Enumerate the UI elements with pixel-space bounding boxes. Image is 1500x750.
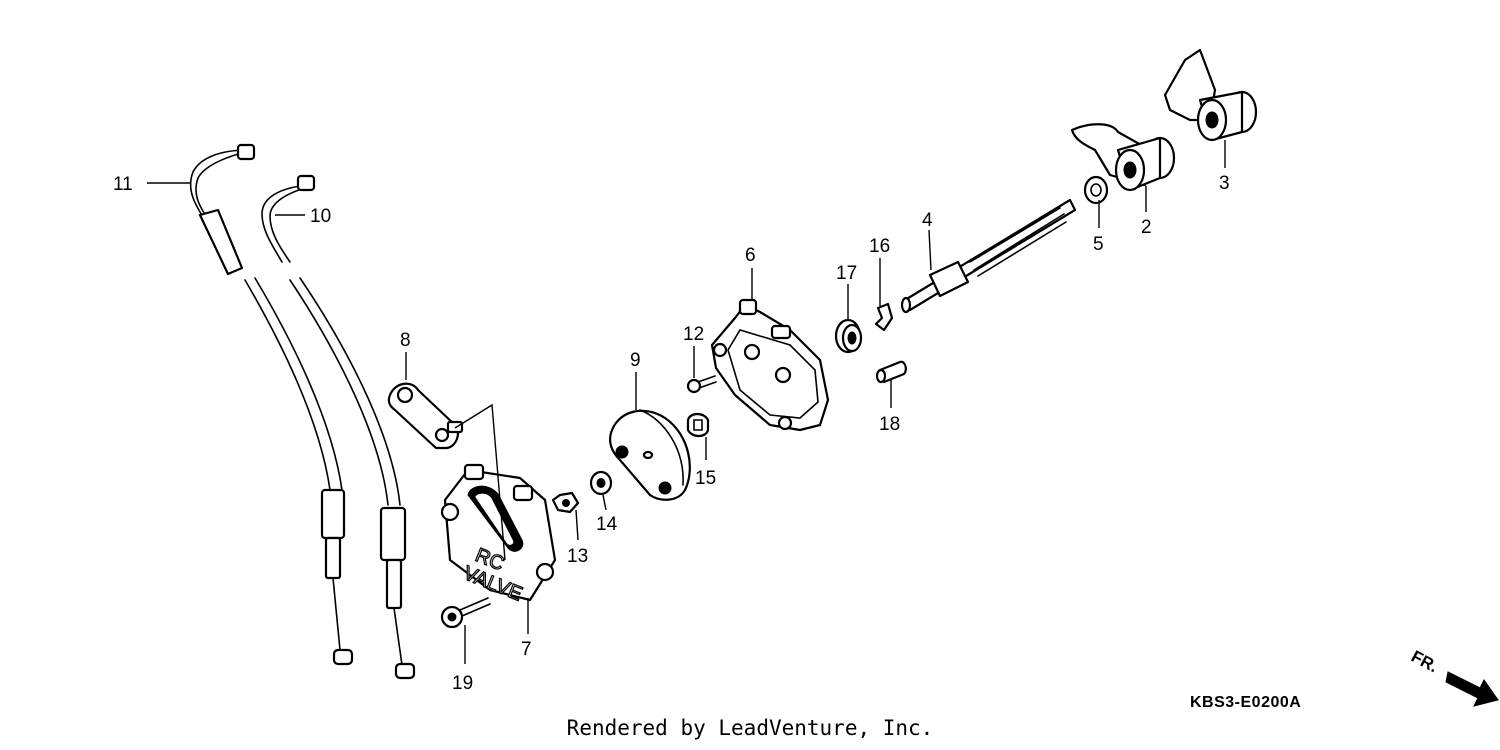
part-18-dowel-pin[interactable] [875, 360, 907, 384]
part-9-pulley[interactable] [609, 409, 691, 501]
part-11-throttle-cable[interactable] [189, 143, 354, 666]
callout-14: 14 [596, 514, 618, 535]
front-arrow-icon [1445, 671, 1499, 707]
part-17-bearing[interactable] [834, 318, 863, 354]
part-16-clip[interactable] [874, 302, 894, 332]
leader-lines [147, 140, 1226, 664]
front-label: FR. [1408, 647, 1441, 677]
callout-11: 11 [113, 174, 133, 195]
part-5-collar[interactable] [1083, 175, 1109, 205]
callout-13: 13 [567, 546, 588, 567]
part-10-throttle-cable[interactable] [261, 174, 416, 680]
callout-15: 15 [695, 468, 716, 489]
callout-12: 12 [683, 324, 704, 345]
part-8-link-arm[interactable] [387, 382, 464, 450]
part-7-rc-valve-cover[interactable]: RC VALVE [440, 463, 557, 606]
callout-18: 18 [879, 414, 900, 435]
part-2-valve-arm[interactable] [1070, 123, 1176, 192]
callout-19: 19 [452, 673, 473, 694]
diagram-code: KBS3-E0200A [1190, 694, 1302, 711]
callout-8: 8 [400, 330, 411, 351]
callout-9: 9 [630, 350, 641, 371]
part-12-bolt[interactable] [686, 375, 717, 394]
callout-5: 5 [1093, 234, 1104, 255]
part-15-grommet[interactable] [686, 412, 710, 438]
callout-7: 7 [521, 639, 532, 660]
callout-6: 6 [745, 245, 756, 266]
part-6-housing[interactable] [710, 298, 830, 432]
part-14-washer[interactable] [589, 470, 613, 496]
front-direction-indicator: FR. [1408, 647, 1499, 707]
part-4-shaft[interactable] [900, 198, 1077, 314]
callout-16: 16 [869, 236, 890, 257]
footer-credit: Rendered by LeadVenture, Inc. [566, 716, 934, 740]
part-19-flange-bolt[interactable] [440, 597, 491, 629]
callout-labels: 11 10 8 9 12 6 17 16 4 5 2 3 18 15 14 13… [113, 173, 1230, 694]
callout-10: 10 [310, 206, 331, 227]
callout-2: 2 [1141, 217, 1152, 238]
part-13-nut[interactable] [551, 491, 580, 514]
callout-4: 4 [922, 210, 933, 231]
callout-3: 3 [1219, 173, 1230, 194]
part-3-valve-arm[interactable] [1163, 48, 1258, 142]
callout-17: 17 [836, 263, 857, 284]
